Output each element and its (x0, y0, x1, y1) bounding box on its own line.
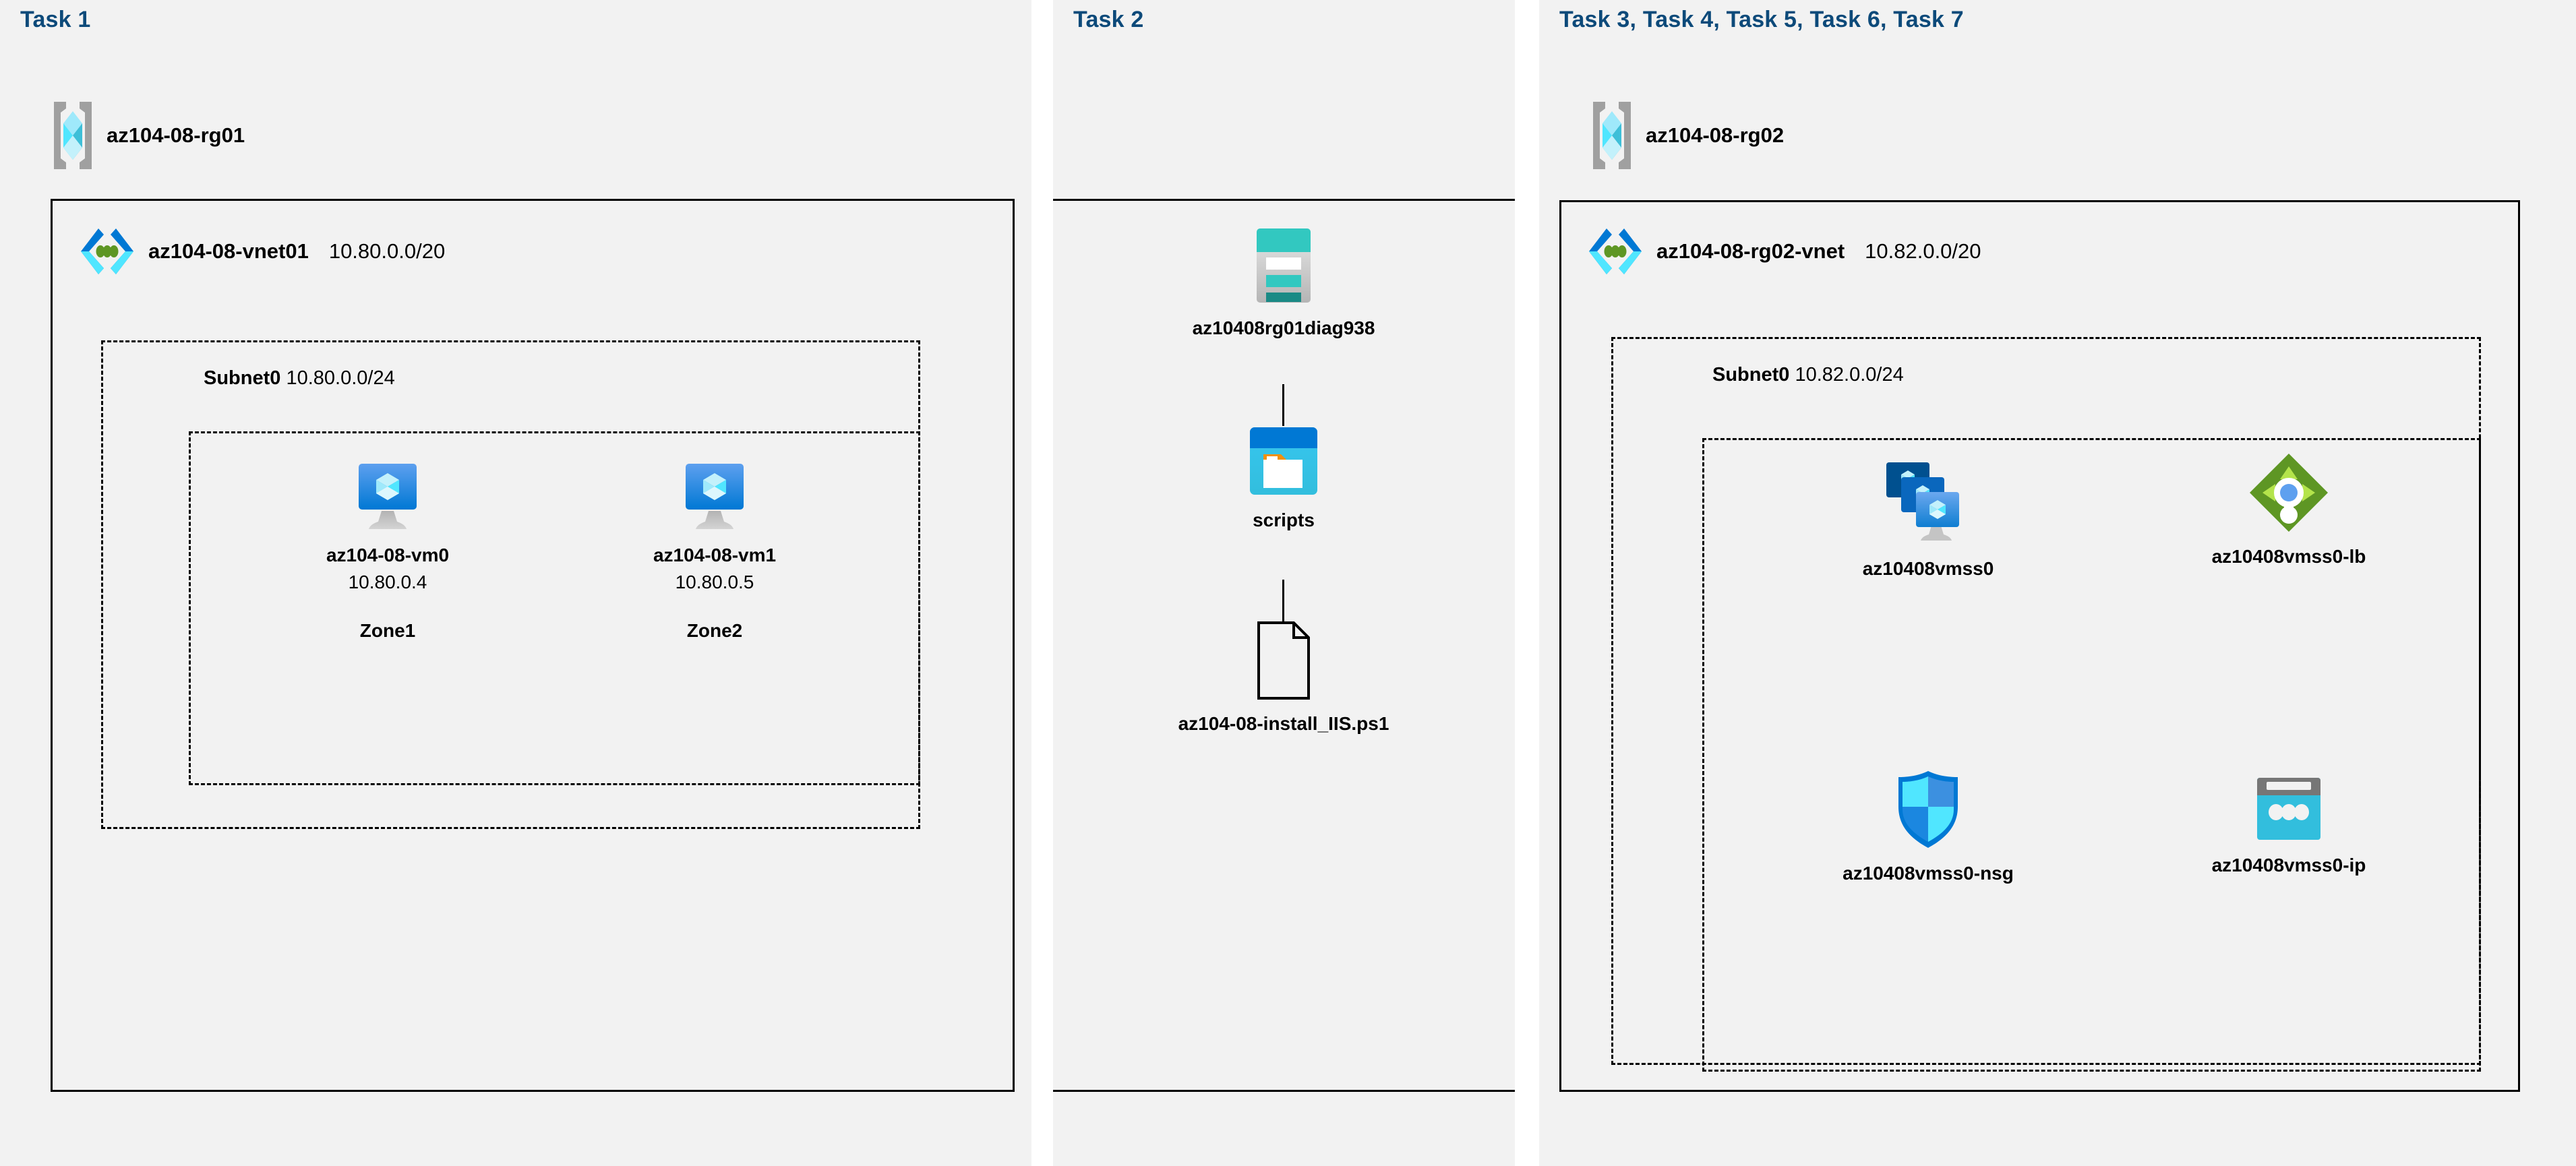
vm-node-1: az104-08-vm1 10.80.0.5 Zone2 (607, 458, 822, 642)
storage-account-icon (1250, 226, 1317, 305)
vnet-cidr: 10.80.0.0/20 (328, 239, 446, 263)
vm-zone: Zone2 (686, 620, 743, 641)
load-balancer-name: az10408vmss0-lb (2211, 546, 2366, 567)
nsg-node: az10408vmss0-nsg (1820, 768, 2036, 884)
vm-name: az104-08-vm1 (653, 545, 777, 565)
vm-zone: Zone1 (359, 620, 416, 641)
task3-inner-box (1702, 438, 2481, 1072)
blob-container-name: scripts (1253, 510, 1315, 530)
subnet-cidr: 10.80.0.0/24 (286, 367, 395, 389)
resource-group-icon (53, 98, 93, 173)
task2-top-rule (1053, 199, 1515, 201)
blob-container-icon (1246, 425, 1321, 497)
script-file-icon (1255, 620, 1313, 701)
vmss-node: az10408vmss0 (1820, 458, 2036, 580)
connector-container-to-file (1282, 580, 1284, 621)
task1-subnet-label: Subnet0 10.80.0.0/24 (204, 367, 395, 390)
resource-group-icon (1592, 98, 1632, 173)
public-ip-node: az10408vmss0-ip (2181, 775, 2397, 876)
vmss-name: az10408vmss0 (1862, 558, 1994, 579)
vm-node-0: az104-08-vm0 10.80.0.4 Zone1 (280, 458, 496, 642)
task2-panel: Task 2 az10408rg01diag938 (1053, 0, 1515, 1166)
load-balancer-icon (2248, 452, 2330, 534)
script-file-name: az104-08-install_IIS.ps1 (1178, 713, 1389, 734)
task2-heading: Task 2 (1073, 7, 1144, 32)
resource-group-name: az104-08-rg02 (1646, 123, 1785, 147)
virtual-machine-icon (351, 458, 425, 532)
script-file-node: az104-08-install_IIS.ps1 (1176, 620, 1391, 735)
vm-ip: 10.80.0.5 (675, 572, 754, 592)
storage-account-node: az10408rg01diag938 (1176, 226, 1391, 339)
task1-vnet-box (51, 199, 1015, 1092)
vnet-name: az104-08-rg02-vnet (1656, 239, 1845, 263)
virtual-network-icon (80, 226, 135, 277)
vm-scale-set-icon (1881, 458, 1975, 546)
task3-vnet-box (1559, 200, 2520, 1092)
vnet-name: az104-08-vnet01 (148, 239, 309, 263)
virtual-network-icon (1588, 226, 1643, 277)
task1-panel: Task 1 az104-08-rg01 (0, 0, 1031, 1166)
virtual-machine-icon (678, 458, 752, 532)
task1-vnet-header: az104-08-vnet01 10.80.0.0/20 (80, 226, 445, 277)
vnet-cidr: 10.82.0.0/20 (1865, 239, 1981, 263)
nsg-name: az10408vmss0-nsg (1843, 863, 2014, 884)
load-balancer-node: az10408vmss0-lb (2181, 452, 2397, 567)
task3-heading: Task 3, Task 4, Task 5, Task 6, Task 7 (1559, 7, 1964, 32)
task1-heading: Task 1 (20, 7, 91, 32)
subnet-name: Subnet0 (1712, 364, 1790, 386)
subnet-cidr: 10.82.0.0/24 (1795, 364, 1904, 386)
task1-zone-box (189, 431, 920, 785)
vm-name: az104-08-vm0 (326, 545, 450, 565)
public-ip-name: az10408vmss0-ip (2211, 855, 2366, 876)
network-security-group-icon (1893, 768, 1963, 851)
subnet-name: Subnet0 (204, 367, 281, 389)
task3-vnet-header: az104-08-rg02-vnet 10.82.0.0/20 (1588, 226, 1981, 277)
storage-account-name: az10408rg01diag938 (1192, 317, 1375, 338)
resource-group-name: az104-08-rg01 (107, 123, 245, 147)
vm-ip: 10.80.0.4 (348, 572, 427, 592)
task1-resource-group-header: az104-08-rg01 (53, 98, 245, 173)
public-ip-address-icon (2252, 775, 2326, 842)
task2-bottom-rule (1053, 1090, 1515, 1092)
task3-resource-group-header: az104-08-rg02 (1592, 98, 1784, 173)
connector-storage-to-container (1282, 384, 1284, 426)
blob-container-node: scripts (1176, 425, 1391, 531)
task3-subnet-label: Subnet0 10.82.0.0/24 (1712, 364, 1904, 386)
